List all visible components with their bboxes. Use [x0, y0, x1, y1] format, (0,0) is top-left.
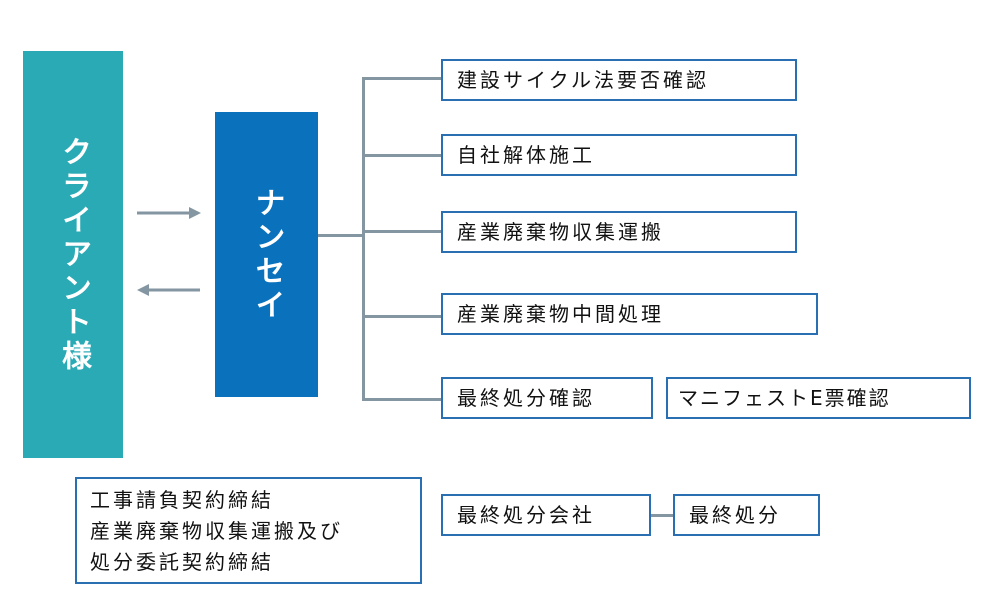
- service-recycle-check: 建設サイクル法要否確認: [441, 59, 797, 101]
- connector-vertical: [362, 77, 365, 401]
- service-waste-processing-label: 産業廃棄物中間処理: [457, 302, 664, 326]
- service-waste-transport: 産業廃棄物収集運搬: [441, 211, 797, 253]
- arrow-left-icon: [137, 284, 200, 296]
- service-self-demolition-label: 自社解体施工: [457, 143, 595, 167]
- connector-branch-5: [362, 398, 442, 401]
- client-block: クライアント様: [23, 51, 123, 458]
- service-waste-transport-label: 産業廃棄物収集運搬: [457, 220, 664, 244]
- client-label: クライアント様: [56, 135, 91, 374]
- service-manifest-check-label: マニフェストE票確認: [678, 386, 891, 410]
- arrow-right-icon: [137, 207, 201, 219]
- service-recycle-check-label: 建設サイクル法要否確認: [457, 68, 709, 92]
- service-waste-processing: 産業廃棄物中間処理: [441, 293, 818, 335]
- final-disposal-label: 最終処分: [689, 503, 781, 527]
- final-disposal-company-label: 最終処分会社: [457, 503, 595, 527]
- company-block: ナンセイ: [215, 112, 318, 397]
- connector-branch-2: [362, 154, 442, 157]
- connector-branch-1: [362, 77, 442, 80]
- contract-line-2: 産業廃棄物収集運搬及び: [90, 519, 343, 543]
- final-disposal-company: 最終処分会社: [441, 494, 651, 536]
- service-manifest-check: マニフェストE票確認: [666, 377, 971, 419]
- company-label: ナンセイ: [249, 186, 285, 323]
- final-disposal: 最終処分: [673, 494, 820, 536]
- connector-disposal: [651, 514, 673, 517]
- connector-branch-3: [362, 230, 442, 233]
- connector-company-trunk: [318, 234, 364, 237]
- contract-line-3: 処分委託契約締結: [90, 550, 274, 574]
- connector-branch-4: [362, 315, 442, 318]
- service-final-disposal-check: 最終処分確認: [441, 377, 653, 419]
- contract-box: 工事請負契約締結 産業廃棄物収集運搬及び 処分委託契約締結: [75, 477, 422, 584]
- contract-line-1: 工事請負契約締結: [90, 488, 274, 512]
- service-self-demolition: 自社解体施工: [441, 134, 797, 176]
- service-final-disposal-check-label: 最終処分確認: [457, 386, 595, 410]
